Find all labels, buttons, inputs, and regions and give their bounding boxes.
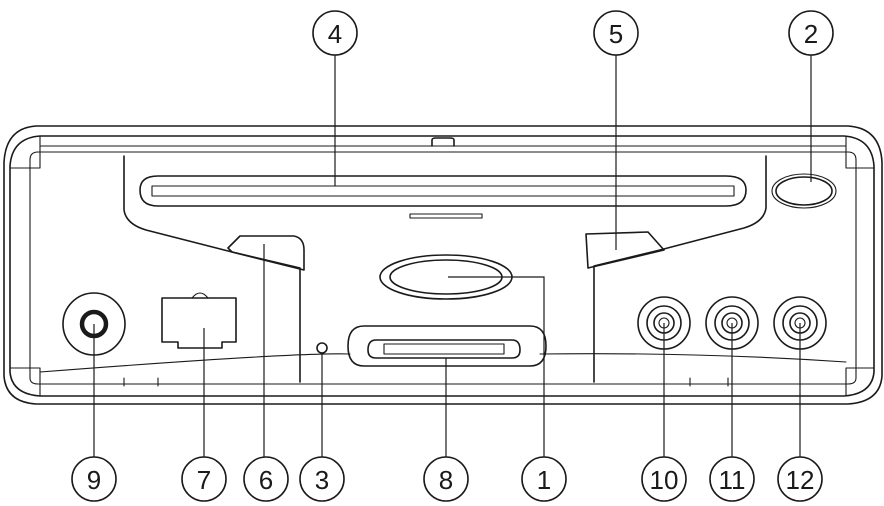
corner-bl — [9, 367, 41, 397]
callout-11: 11 — [709, 456, 755, 502]
callout-3-label: 3 — [315, 465, 329, 495]
button-2-ring — [771, 173, 837, 209]
slot-bezel-outline — [123, 155, 301, 383]
leader-lines — [93, 55, 812, 460]
callout-3: 3 — [299, 456, 345, 502]
callout-9: 9 — [71, 456, 117, 502]
corner-br — [845, 367, 875, 397]
callout-4: 4 — [312, 10, 358, 56]
button-2[interactable] — [775, 176, 833, 206]
callout-5: 5 — [593, 10, 639, 56]
slot-bezel-outline-right — [593, 155, 767, 383]
callout-6: 6 — [243, 456, 289, 502]
callout-12: 12 — [777, 456, 823, 502]
callout-2-label: 2 — [804, 19, 818, 49]
housing — [3, 125, 883, 405]
button-5[interactable] — [585, 231, 665, 269]
callout-8-label: 8 — [439, 465, 453, 495]
corner-tr — [845, 135, 875, 169]
callout-4-label: 4 — [328, 19, 342, 49]
corner-tl — [9, 135, 41, 169]
leader-1 — [448, 276, 545, 460]
callout-5-label: 5 — [609, 19, 623, 49]
callout-6-label: 6 — [259, 465, 273, 495]
top-tab — [431, 137, 455, 147]
callout-8: 8 — [423, 456, 469, 502]
panel-sweep — [39, 353, 847, 373]
disc-slot-lip — [409, 213, 483, 219]
inner-panel — [29, 151, 857, 385]
disc-slot-inner — [151, 185, 735, 197]
callout-2: 2 — [788, 10, 834, 56]
callout-10-label: 10 — [650, 465, 679, 495]
connector-8[interactable] — [347, 325, 547, 367]
callout-9-label: 9 — [87, 465, 101, 495]
callout-7-label: 7 — [197, 465, 211, 495]
callout-1-label: 1 — [537, 465, 551, 495]
housing-outer — [3, 125, 883, 405]
callout-11-label: 11 — [719, 465, 746, 495]
callout-10: 10 — [641, 456, 687, 502]
callout-12-label: 12 — [786, 465, 815, 495]
housing-inner — [9, 135, 875, 397]
callout-1: 1 — [521, 456, 567, 502]
bottom-ticks — [123, 377, 729, 387]
disc-slot-bezel — [123, 155, 767, 383]
button-6[interactable] — [227, 235, 305, 271]
disc-slot-outer — [139, 175, 747, 207]
callout-7: 7 — [181, 456, 227, 502]
jack-7[interactable] — [161, 292, 237, 349]
reset-pinhole[interactable] — [316, 342, 328, 354]
